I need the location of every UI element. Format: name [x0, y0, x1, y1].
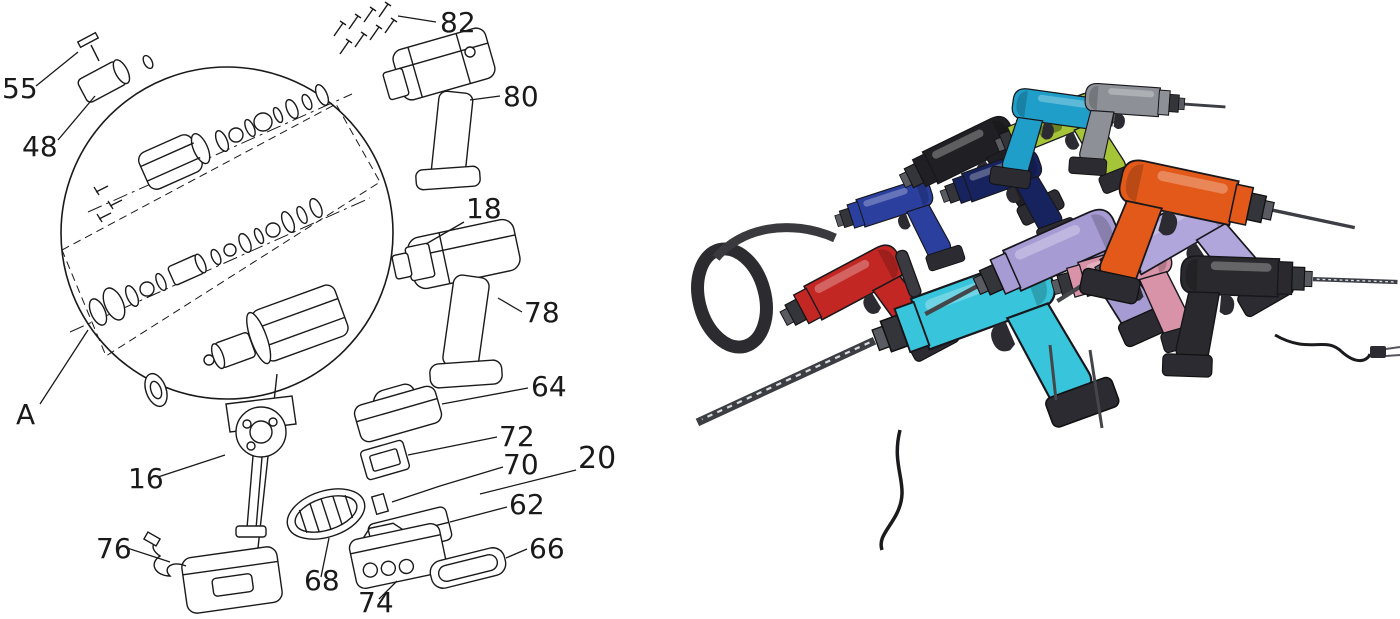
part-label-62: 62: [509, 488, 545, 521]
battery-74: [348, 522, 448, 590]
plug-prong: [1385, 354, 1400, 357]
part-label-78: 78: [524, 296, 560, 329]
leader-82: [397, 15, 437, 23]
part-label-82: 82: [440, 6, 476, 39]
loose-drill-bits: [1048, 344, 1104, 429]
leader-78: [497, 297, 523, 313]
part-labels: 55 48 A 82 80 18 78 64 72 70 20 62 66 74…: [2, 6, 616, 619]
part-label-55: 55: [2, 72, 38, 105]
drill-collection-render: [691, 81, 1400, 551]
drill-orange: [1077, 152, 1356, 330]
leader-lines: [35, 15, 577, 600]
drill-tool-18-78: [391, 218, 521, 389]
aux-handle-tube: [712, 223, 837, 261]
drill-gray: [1067, 81, 1226, 182]
drill-dark: [1161, 254, 1398, 382]
leader-48: [57, 95, 96, 141]
drill-bit: [924, 283, 979, 317]
leader-64: [441, 387, 529, 405]
drill-lavender-a: [924, 196, 1181, 395]
part-label-64: 64: [531, 370, 567, 403]
drill-bit: [1183, 102, 1226, 109]
frame-72: [359, 439, 411, 481]
leader-76: [126, 547, 171, 563]
plug-body: [1370, 346, 1386, 358]
plug-prong: [1385, 346, 1400, 350]
leader-18: [425, 221, 465, 245]
part-55-pin: [76, 31, 100, 62]
drill-bit-spiral: [1312, 276, 1398, 285]
part-label-66: 66: [529, 532, 565, 565]
leader-16: [157, 454, 226, 478]
leader-70: [391, 466, 504, 503]
part-48-cylinder: [77, 54, 154, 103]
part-label-48: 48: [22, 130, 58, 163]
part-label-18: 18: [466, 192, 502, 225]
part-label-76: 76: [96, 532, 132, 565]
leader-72: [407, 436, 498, 456]
drill-bit-spiral-highlight: [1316, 278, 1395, 283]
leader-20: [479, 469, 577, 495]
drill-cyan: [695, 242, 1122, 478]
detail-circle: [60, 66, 394, 400]
drill-bit: [1048, 344, 1058, 401]
leader-74: [378, 580, 398, 600]
drill-bit-spiral-highlight: [701, 341, 870, 421]
part-label-72: 72: [499, 420, 535, 453]
gearbox-assembly-upper: [137, 84, 330, 190]
exploded-view-diagram: 55 48 A 82 80 18 78 64 72 70 20 62 66 74…: [2, 1, 616, 619]
gearbox-assembly-lower: [88, 197, 323, 326]
leader-68: [320, 537, 330, 578]
motor: [144, 284, 349, 408]
leader-A: [39, 329, 89, 405]
part-70: [370, 492, 390, 516]
leader-80: [469, 95, 501, 101]
part-label-16: 16: [128, 462, 164, 495]
small-screws: [93, 185, 123, 223]
drill-bit-spiral: [695, 337, 877, 427]
part-label-20: 20: [578, 441, 616, 476]
aux-loop-handle: [691, 223, 837, 354]
bottom-plate-66: [429, 547, 507, 589]
part-label-A: A: [16, 398, 35, 431]
leader-55: [35, 51, 79, 87]
part-label-68: 68: [304, 564, 340, 597]
leader-66: [505, 548, 528, 559]
charger-76: [142, 531, 283, 614]
part-label-70: 70: [503, 448, 539, 481]
part-label-80: 80: [503, 80, 539, 113]
leader-62: [449, 506, 508, 523]
part-label-74: 74: [358, 586, 394, 619]
impact-driver-80: [382, 27, 496, 191]
drill-bit: [1271, 208, 1356, 230]
screw-set-82: [333, 1, 398, 55]
drill-bit: [1088, 349, 1104, 429]
battery-cover-64: [353, 383, 443, 443]
power-cord-plug: [1274, 333, 1400, 362]
gear-assembly-16: [225, 373, 297, 549]
grille-68: [286, 488, 366, 540]
power-cord-cyan: [879, 429, 904, 551]
